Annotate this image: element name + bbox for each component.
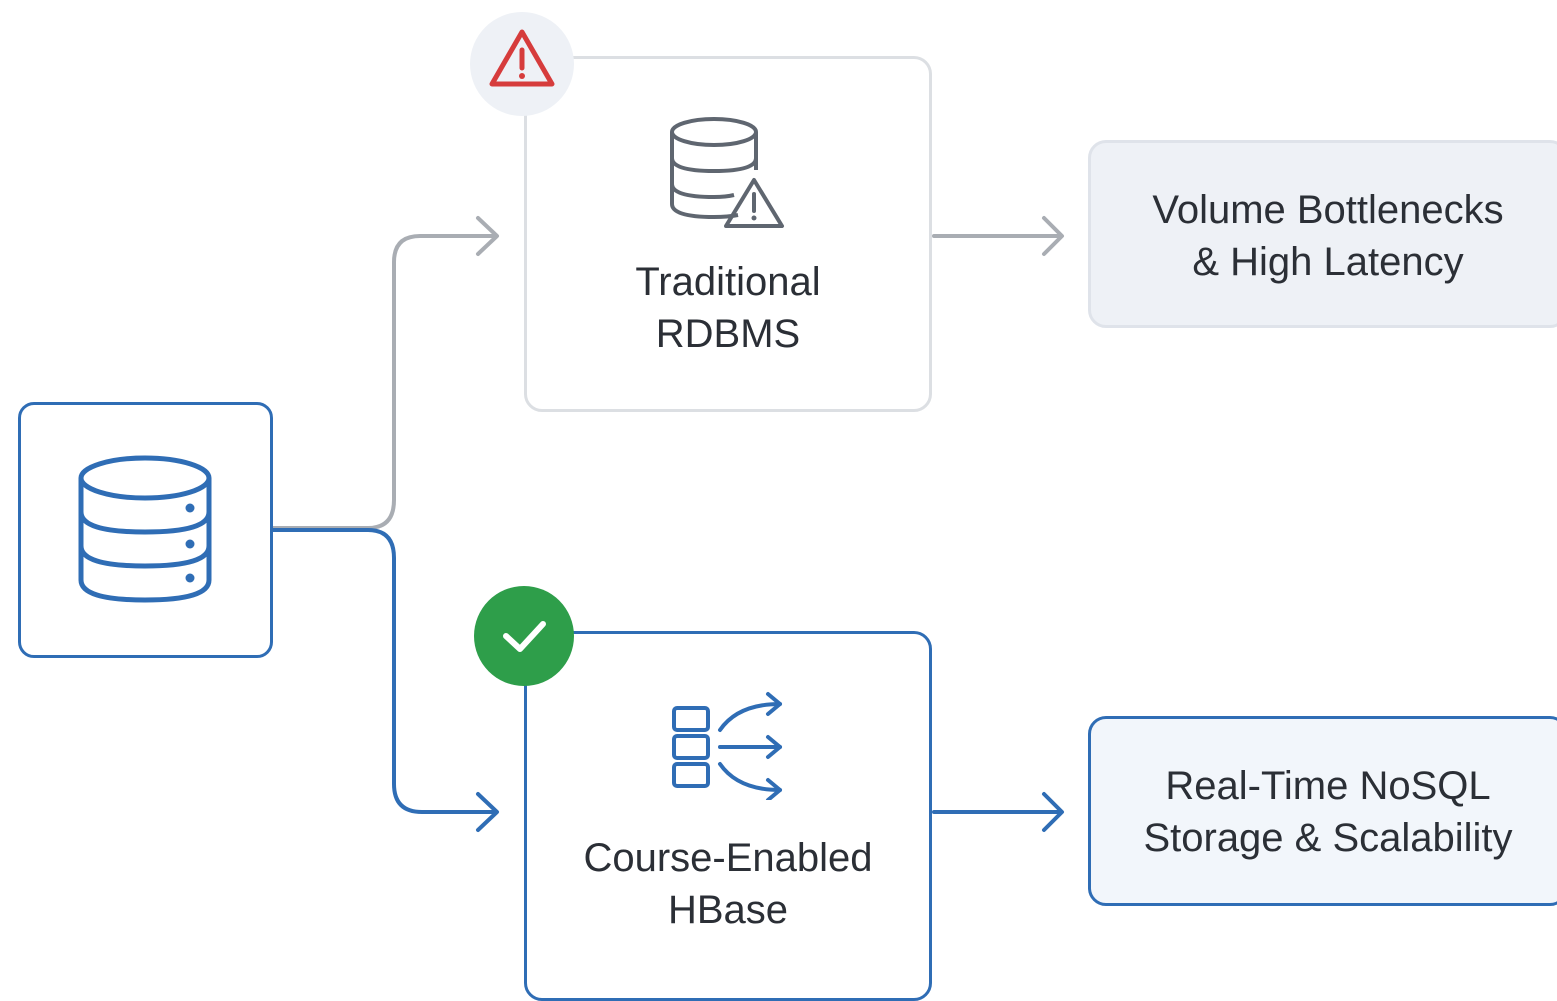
hbase-badge [474, 586, 574, 686]
connector-source-to-hbase [271, 528, 496, 814]
arrowhead-outcome-good [1042, 792, 1064, 832]
outcome-good-box [1088, 716, 1557, 906]
outcome-bad-box [1088, 140, 1557, 328]
arrowhead-hbase [476, 792, 499, 832]
checkmark-icon [503, 621, 546, 652]
outcome-bad-label: Volume Bottlenecks & High Latency [1152, 188, 1504, 284]
arrowhead-outcome-bad [1042, 216, 1064, 256]
database-warning-icon [670, 117, 784, 228]
database-server-icon [78, 455, 212, 603]
hbase-label: Course-Enabled HBase [583, 836, 873, 932]
warning-icon [489, 29, 555, 87]
connector-source-to-rdbms [271, 234, 496, 530]
distributed-storage-icon [672, 692, 782, 800]
arrowhead-rdbms [476, 216, 499, 256]
rdbms-node [524, 56, 932, 412]
rdbms-label: Traditional RDBMS [635, 260, 821, 356]
hbase-node [524, 631, 932, 1001]
outcome-good-label: Real-Time NoSQL Storage & Scalability [1143, 764, 1513, 860]
